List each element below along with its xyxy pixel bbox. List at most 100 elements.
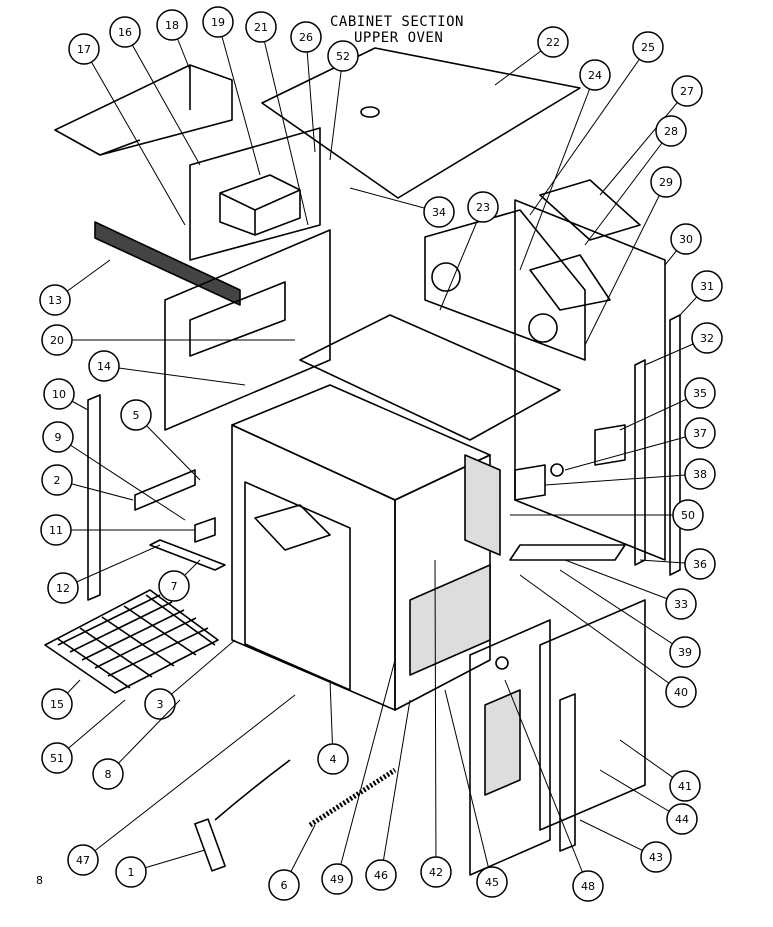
back-panel bbox=[424, 209, 586, 361]
callout-label-8: 8 bbox=[105, 768, 112, 781]
oven-cavity-front bbox=[231, 424, 396, 711]
callout-bubble-6 bbox=[268, 869, 300, 901]
callout-35: 35 bbox=[619, 377, 716, 431]
callout-8: 8 bbox=[92, 699, 181, 790]
leader-line-14 bbox=[103, 365, 246, 386]
callout-16: 16 bbox=[109, 16, 201, 166]
bottom-front-panel bbox=[469, 619, 551, 876]
vent-bracket-upper bbox=[539, 179, 641, 241]
callout-label-11: 11 bbox=[49, 524, 63, 537]
callout-label-14: 14 bbox=[97, 360, 111, 373]
callout-bubble-42 bbox=[420, 856, 452, 888]
top-panel bbox=[261, 47, 581, 199]
callout-label-28: 28 bbox=[664, 125, 678, 138]
diagram-title: CABINET SECTION bbox=[330, 14, 464, 30]
leader-line-44 bbox=[599, 769, 683, 820]
bracket-35 bbox=[594, 424, 626, 466]
left-trim-strip bbox=[87, 394, 101, 601]
element-box bbox=[254, 504, 331, 551]
callout-42: 42 bbox=[420, 559, 452, 888]
callout-label-3: 3 bbox=[157, 698, 164, 711]
knob-37 bbox=[550, 463, 564, 477]
callout-21: 21 bbox=[245, 11, 309, 226]
bracket-2 bbox=[134, 469, 196, 511]
leader-line-42 bbox=[434, 559, 437, 873]
callout-label-49: 49 bbox=[330, 873, 344, 886]
callout-label-6: 6 bbox=[281, 879, 288, 892]
callout-15: 15 bbox=[41, 679, 81, 720]
callout-30: 30 bbox=[664, 223, 702, 266]
callout-bubble-5 bbox=[120, 399, 152, 431]
leader-line-19 bbox=[217, 21, 261, 176]
leader-line-3 bbox=[159, 639, 236, 705]
callout-bubble-38 bbox=[684, 458, 716, 490]
leader-line-48 bbox=[504, 679, 589, 887]
callout-bubble-10 bbox=[43, 378, 75, 410]
oven-top-panel bbox=[299, 314, 561, 441]
callout-bubble-40 bbox=[665, 676, 697, 708]
callout-label-9: 9 bbox=[55, 431, 62, 444]
bottom-insulation-panel bbox=[484, 689, 521, 796]
callout-label-44: 44 bbox=[675, 813, 689, 826]
callout-23: 23 bbox=[439, 191, 499, 311]
callout-label-13: 13 bbox=[48, 294, 62, 307]
callout-label-39: 39 bbox=[678, 646, 692, 659]
vent-box bbox=[219, 174, 301, 211]
callout-12: 12 bbox=[47, 544, 161, 604]
callout-bubble-37 bbox=[684, 417, 716, 449]
leader-line-33 bbox=[564, 559, 682, 605]
bracket-36 bbox=[509, 544, 626, 561]
oven-rack bbox=[44, 589, 219, 694]
callout-bubble-4 bbox=[317, 743, 349, 775]
rear-bottom-panel bbox=[539, 599, 646, 831]
leader-line-46 bbox=[380, 699, 411, 876]
callout-51: 51 bbox=[41, 699, 126, 774]
leader-line-16 bbox=[124, 31, 201, 166]
callout-label-46: 46 bbox=[374, 869, 388, 882]
callout-label-27: 27 bbox=[680, 85, 694, 98]
callout-39: 39 bbox=[559, 569, 701, 668]
callout-bubble-46 bbox=[365, 859, 397, 891]
callout-bubble-1 bbox=[115, 856, 147, 888]
blower-hole-left bbox=[431, 262, 461, 292]
callout-37: 37 bbox=[564, 417, 716, 471]
callout-label-2: 2 bbox=[54, 474, 61, 487]
callout-bubble-9 bbox=[42, 421, 74, 453]
callout-24: 24 bbox=[519, 59, 611, 271]
callout-50: 50 bbox=[510, 499, 704, 531]
callout-bubble-26 bbox=[290, 21, 322, 53]
callout-label-10: 10 bbox=[52, 388, 66, 401]
bracket-11 bbox=[194, 517, 216, 543]
callout-bubble-3 bbox=[144, 688, 176, 720]
callout-38: 38 bbox=[544, 458, 716, 490]
leader-line-39 bbox=[559, 569, 686, 653]
callout-bubble-15 bbox=[41, 688, 73, 720]
callout-25: 25 bbox=[529, 31, 664, 216]
side-insulation bbox=[464, 454, 501, 556]
terminal-block bbox=[194, 818, 226, 872]
callout-bubble-21 bbox=[245, 11, 277, 43]
callout-label-24: 24 bbox=[588, 69, 602, 82]
callout-33: 33 bbox=[564, 559, 697, 620]
callout-46: 46 bbox=[365, 699, 411, 891]
callout-bubble-16 bbox=[109, 16, 141, 48]
callout-bubble-45 bbox=[476, 866, 508, 898]
callout-bubble-11 bbox=[40, 514, 72, 546]
callout-52: 52 bbox=[327, 40, 359, 161]
callout-34: 34 bbox=[349, 187, 455, 228]
callout-bubble-30 bbox=[670, 223, 702, 255]
callout-bubble-20 bbox=[41, 324, 73, 356]
callout-label-15: 15 bbox=[50, 698, 64, 711]
top-panel-hole bbox=[360, 106, 380, 118]
callout-7: 7 bbox=[158, 559, 201, 602]
callout-bubble-44 bbox=[666, 803, 698, 835]
callout-43: 43 bbox=[579, 819, 672, 873]
callout-label-36: 36 bbox=[693, 558, 707, 571]
callout-18: 18 bbox=[156, 9, 191, 71]
callout-label-32: 32 bbox=[700, 332, 714, 345]
callout-bubble-31 bbox=[691, 270, 723, 302]
callout-label-47: 47 bbox=[76, 854, 90, 867]
door-gasket-strip bbox=[94, 221, 241, 306]
oven-cavity-top bbox=[231, 384, 491, 501]
